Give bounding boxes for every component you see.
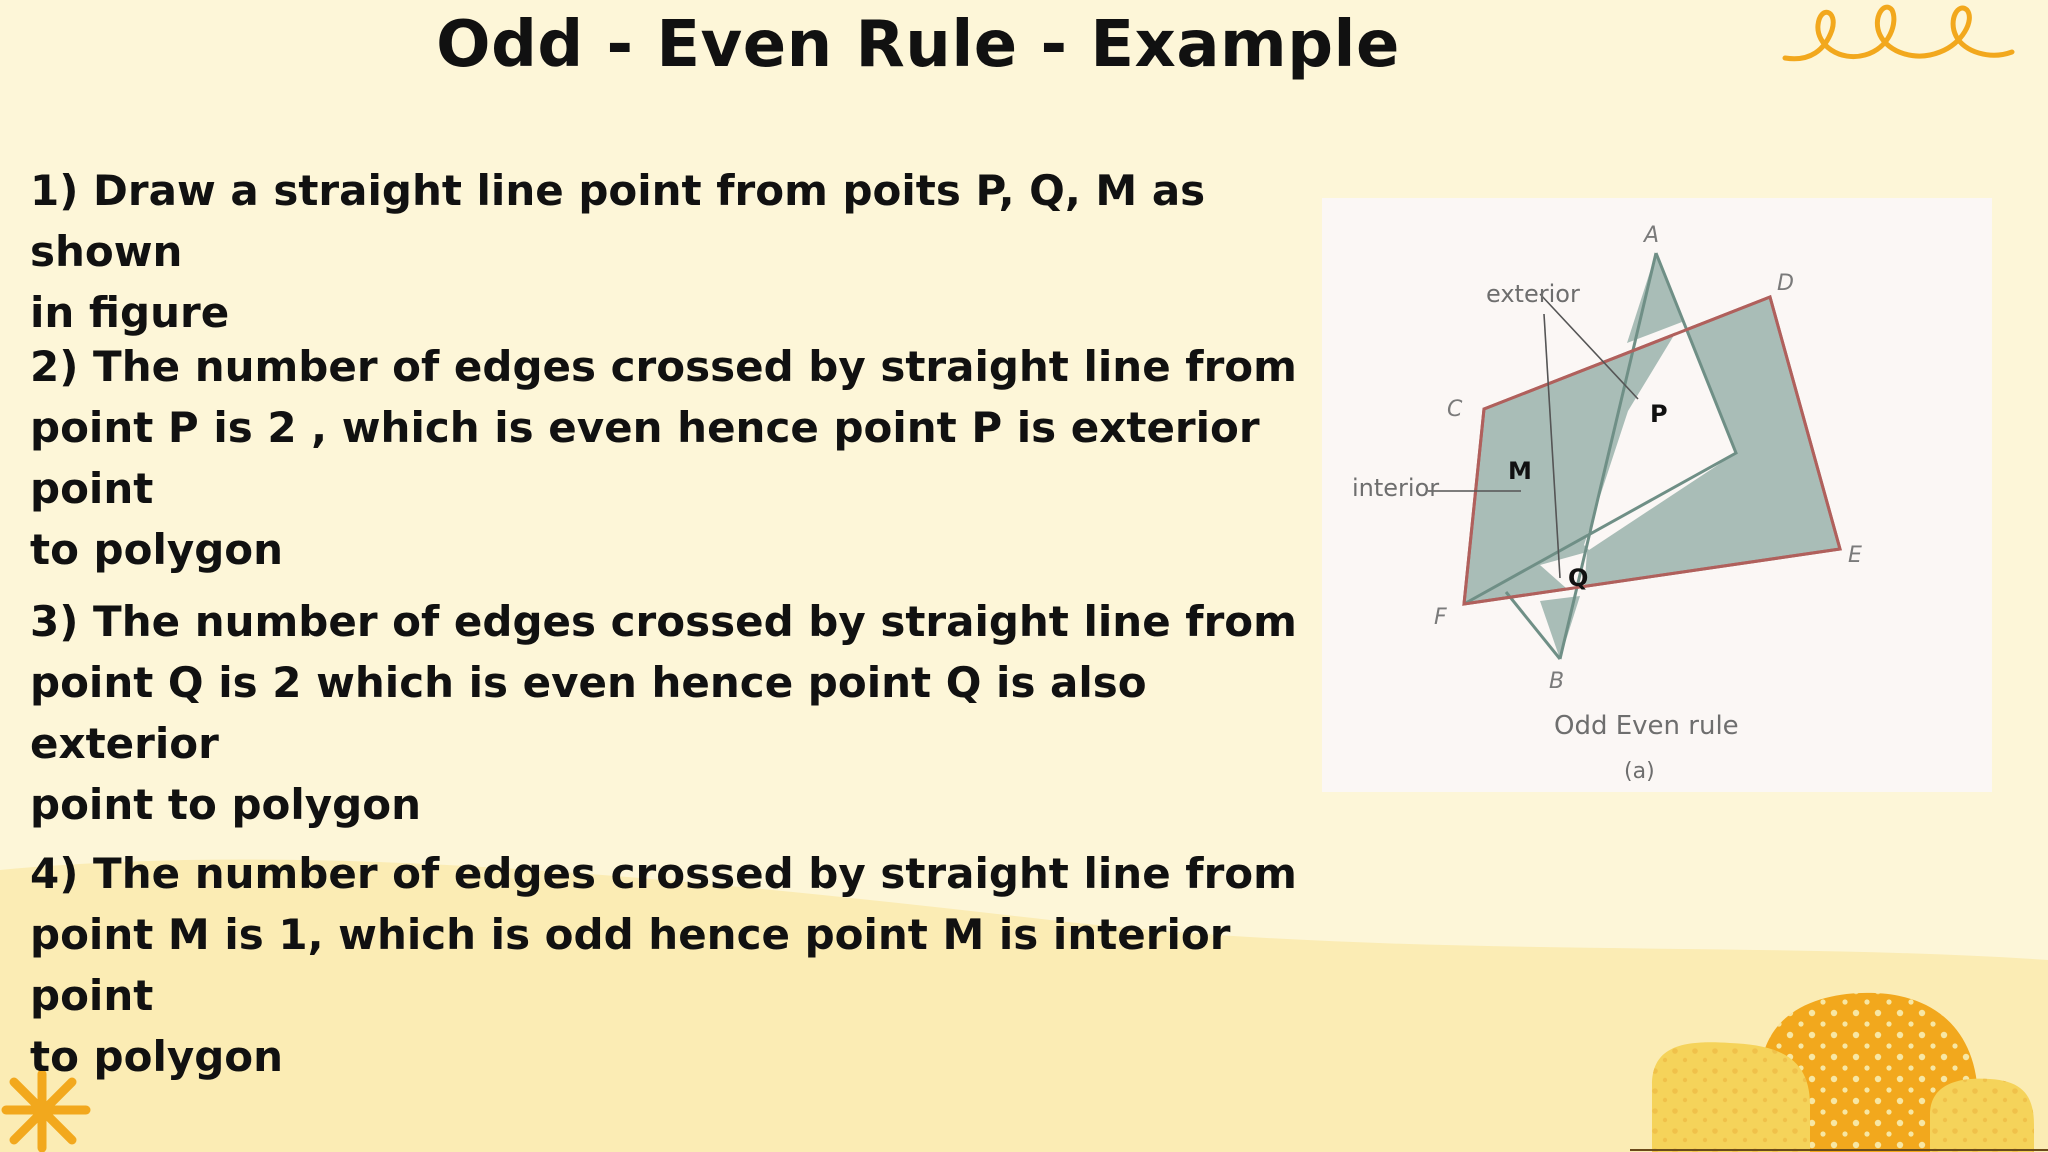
exterior-leader-line xyxy=(1539,293,1639,400)
step-1-text: 1) Draw a straight line point from poits… xyxy=(30,166,1206,337)
exterior-label: exterior xyxy=(1486,280,1580,308)
triangle-edges xyxy=(1463,252,1738,606)
vertex-label-f: F xyxy=(1434,605,1447,630)
vertex-label-b: B xyxy=(1549,669,1564,694)
point-label-p: P xyxy=(1650,400,1668,428)
step-4-text: 4) The number of edges crossed by straig… xyxy=(30,849,1297,1081)
point-label-q: Q xyxy=(1568,564,1588,592)
interior-label: interior xyxy=(1352,474,1439,502)
polygon-diagram: A B C D E F P Q M exterior interior Odd … xyxy=(1352,223,1862,784)
point-label-m: M xyxy=(1508,457,1532,485)
scribble-decoration-icon xyxy=(1782,4,2015,62)
edge-f-b xyxy=(1504,591,1562,660)
page-title: Odd - Even Rule - Example xyxy=(436,8,1400,82)
figure-subcaption: (a) xyxy=(1624,759,1655,784)
exterior-region xyxy=(1584,322,1736,550)
odd-even-rule-figure: A B C D E F P Q M exterior interior Odd … xyxy=(1322,198,1992,792)
step-2-text: 2) The number of edges crossed by straig… xyxy=(30,342,1297,574)
vertex-label-e: E xyxy=(1848,543,1862,568)
vertex-label-c: C xyxy=(1447,397,1463,422)
step-3-text: 3) The number of edges crossed by straig… xyxy=(30,597,1297,829)
figure-caption: Odd Even rule xyxy=(1554,711,1739,741)
vertex-label-a: A xyxy=(1642,223,1659,248)
vertex-label-d: D xyxy=(1777,271,1794,296)
quad-edges xyxy=(1462,294,1842,606)
dotted-bushes-decoration xyxy=(1630,992,2048,1152)
m-leader-line xyxy=(1543,313,1561,579)
exterior-region-lower xyxy=(1540,552,1587,592)
asterisk-star-icon xyxy=(1,1070,91,1152)
edge-a-b xyxy=(1558,252,1658,660)
